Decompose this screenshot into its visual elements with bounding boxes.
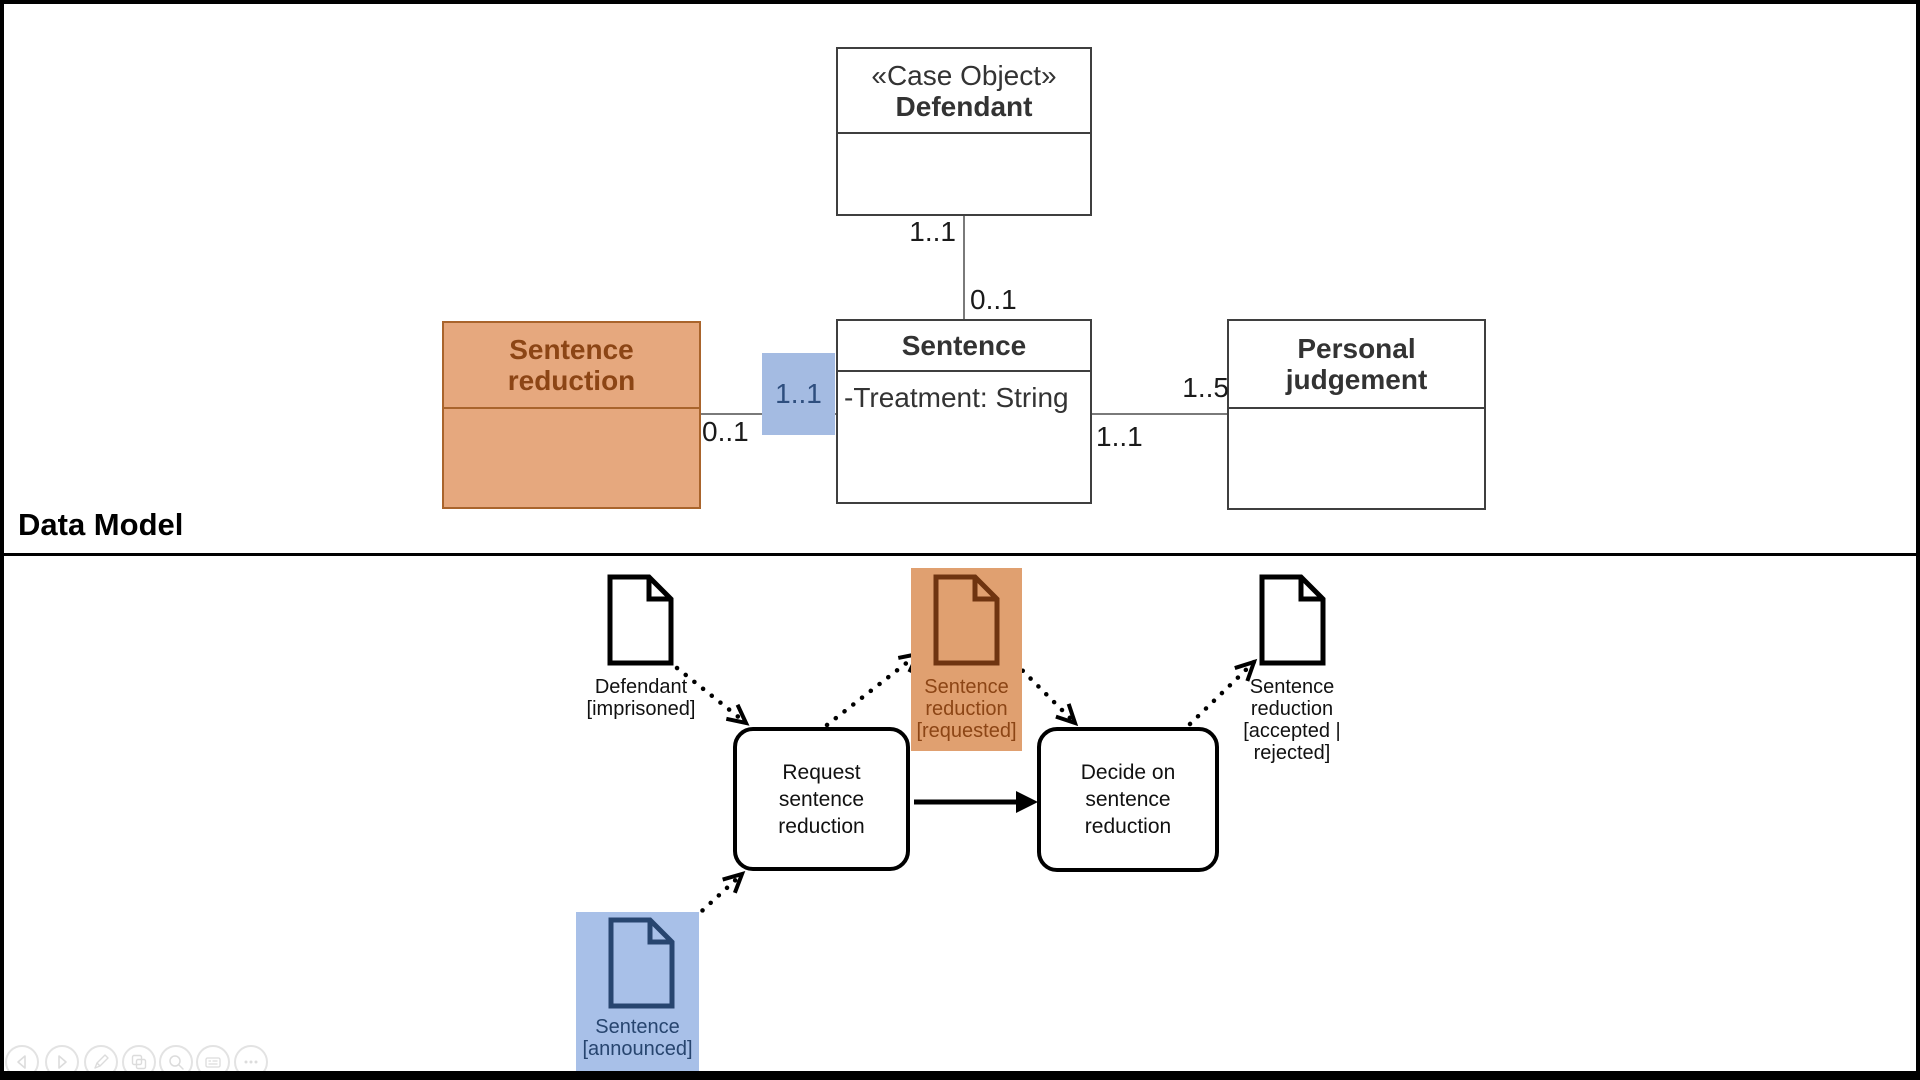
class-sentence-reduction-attributes [444,409,699,429]
class-defendant[interactable]: «Case Object» Defendant [836,47,1092,216]
document-icon[interactable] [1259,574,1326,666]
class-sentence[interactable]: Sentence -Treatment: String [836,319,1092,504]
class-defendant-name: Defendant [895,90,1033,122]
data-assoc-defendant-to-request [674,665,750,726]
multiplicity-reduction-end: 0..1 [702,416,749,447]
data-assoc-request-to-requested [824,651,922,728]
class-sentence-attribute: -Treatment: String [844,382,1069,413]
sequence-flow-arrowhead [1016,791,1038,813]
multiplicity-sentence-right: 1..1 [1096,421,1143,452]
section-divider [4,553,1916,556]
multiplicity-highlighted-sentence-end: 1..1 [762,353,835,435]
section-label-data-model: Data Model [18,507,184,542]
class-defendant-stereotype: «Case Object» [871,59,1057,91]
class-personal-judgement-attributes [1229,409,1484,429]
bottom-border-bar [4,1071,1916,1080]
multiplicity-judgement-end: 1..5 [1182,372,1229,403]
frames-icon [131,1054,147,1070]
class-personal-judgement[interactable]: Personal judgement [1227,319,1486,510]
document-icon[interactable] [608,917,675,1009]
data-assoc-announced-to-request [675,870,746,936]
class-personal-judgement-name-line2: judgement [1285,364,1428,395]
class-sentence-reduction[interactable]: Sentence reduction [442,321,701,509]
multiplicity-defendant-end: 1..1 [909,216,956,247]
task-decide-on-sentence-reduction[interactable]: Decide on sentence reduction [1037,727,1219,872]
task-request-sentence-reduction[interactable]: Request sentence reduction [733,727,910,871]
multiplicity-sentence-top: 0..1 [970,284,1017,315]
data-object-label-sentence-reduction-requested: Sentence reduction [requested] [916,676,1017,742]
previous-icon [17,1055,26,1069]
data-object-label-sentence-reduction-result: Sentence reduction [accepted | rejected] [1243,676,1341,764]
class-sentence-reduction-name-line2: reduction [507,365,636,396]
connectors-layer [674,216,1258,936]
pencil-icon [94,1054,109,1069]
class-personal-judgement-name-line1: Personal [1297,333,1416,364]
keyboard-icon [205,1057,221,1068]
highlight-sentence-reduction-requested [911,568,1022,751]
data-object-label-sentence-announced: Sentence [announced] [582,1016,693,1060]
next-icon [58,1055,67,1069]
more-icon [244,1060,258,1064]
data-object-label-defendant-imprisoned: Defendant [imprisoned] [586,676,696,720]
zoom-icon [169,1055,184,1070]
document-icon[interactable] [933,574,1000,666]
class-defendant-attributes [838,134,1090,154]
class-sentence-reduction-name-line1: Sentence [509,334,634,365]
class-sentence-name: Sentence [901,330,1027,361]
highlight-sentence-announced [576,912,699,1071]
document-icon[interactable] [607,574,674,666]
data-assoc-decide-to-result [1187,658,1258,727]
